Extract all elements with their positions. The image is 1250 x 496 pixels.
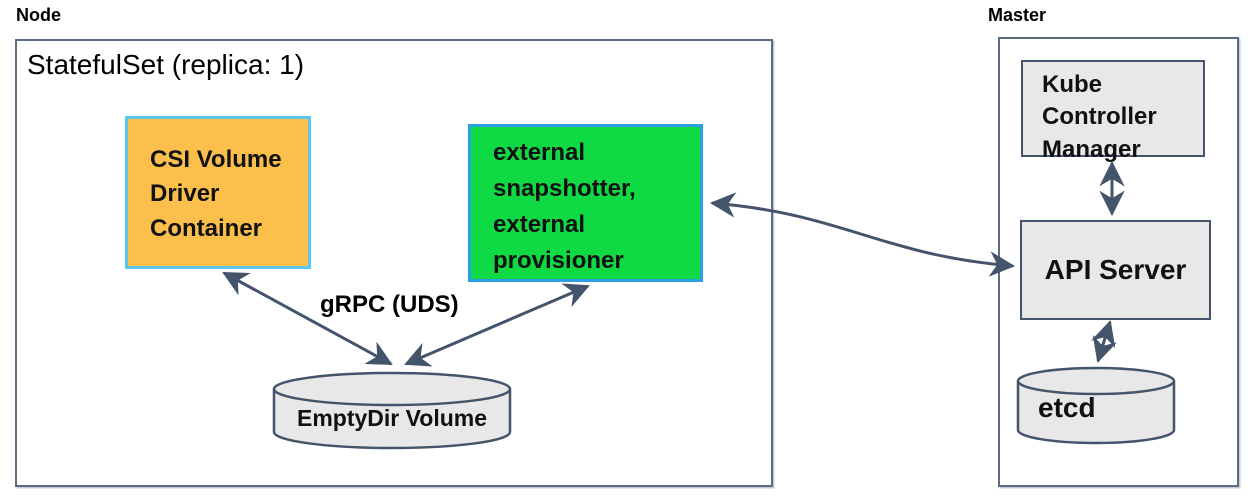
csi-volume-driver-box: CSI Volume Driver Container — [125, 116, 311, 269]
sidecar-apiserver-arrow — [709, 192, 1016, 277]
node-group-label: Node — [16, 5, 61, 25]
api-server-label: API Server — [1044, 254, 1187, 285]
etcd-cylinder — [1016, 366, 1176, 445]
external-snapshotter-provisioner-box: external snapshotter, external provision… — [468, 124, 703, 282]
kube-controller-manager-box: Kube Controller Manager — [1021, 60, 1205, 163]
emptydir-cylinder — [272, 371, 512, 450]
sidecar-emptydir-arrow — [404, 283, 590, 367]
master-group-label: Master — [988, 5, 1047, 25]
statefulset-title: StatefulSet (replica: 1) — [27, 49, 305, 80]
api-server-box: API Server — [1020, 220, 1211, 320]
emptydir-volume-label: EmptyDir Volume — [297, 405, 487, 431]
grpc-uds-label: gRPC (UDS) — [320, 291, 459, 318]
csi-emptydir-arrow — [222, 271, 393, 366]
etcd-label: etcd — [1038, 392, 1096, 423]
apiserver-etcd-arrow — [1090, 320, 1118, 363]
